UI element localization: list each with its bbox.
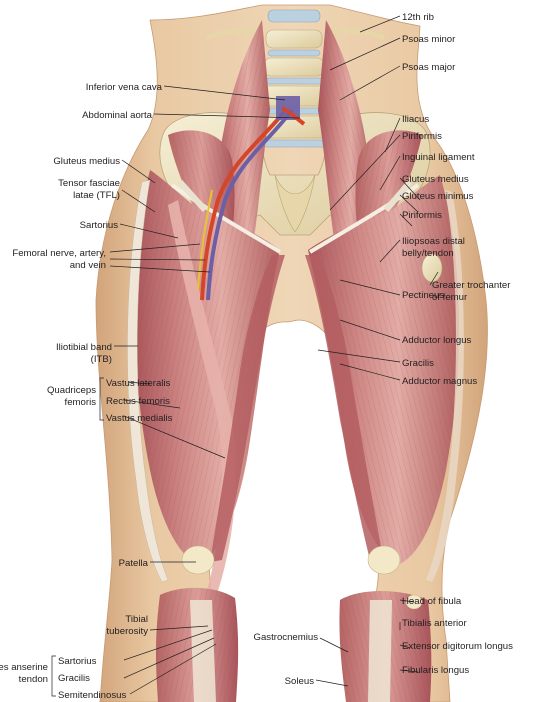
label-fibularis-longus: Fibularis longus [402, 665, 469, 676]
group-member-vastus-lateralis: Vastus lateralis [106, 378, 171, 389]
group-member-vastus-medialis: Vastus medialis [106, 413, 173, 424]
label-iliacus: Iliacus [402, 114, 429, 125]
label-head-of-fibula: Head of fibula [402, 596, 462, 607]
thigh-muscles [127, 170, 464, 600]
label-tibialis-anterior: Tibialis anterior [402, 618, 467, 629]
psoas-iliacus-muscles [168, 20, 422, 270]
label-extensor-digitorum-longus: Extensor digitorum longus [402, 641, 513, 652]
label-patella: Patella [119, 558, 149, 569]
leader-lines [51, 15, 439, 697]
label-inferior-vena-cava: Inferior vena cava [86, 82, 163, 93]
label-psoas-major: Psoas major [402, 62, 456, 73]
patellas [181, 545, 401, 575]
group-member-semitendinosus: Semitendinosus [58, 690, 126, 701]
group-member-sartorius: Sartorius [58, 656, 97, 667]
label-sartorius: Sartorius [80, 220, 119, 231]
label-psoas-minor: Psoas minor [402, 34, 456, 45]
label-gluteus-minimus: Gluteus minimus [402, 191, 474, 202]
label-piriformis: Piriformis [402, 210, 442, 221]
label-gluteus-medius: Gluteus medius [53, 156, 120, 167]
label-gracilis: Gracilis [402, 358, 434, 369]
group-member-rectus-femoris: Rectus femoris [106, 396, 170, 407]
label-adductor-magnus: Adductor magnus [402, 376, 477, 387]
label-inguinal-ligament: Inguinal ligament [402, 152, 475, 163]
femoral-vessels-nerve [197, 96, 306, 301]
label-adductor-longus: Adductor longus [402, 335, 472, 346]
label-12th-rib: 12th rib [402, 12, 434, 23]
label-pectineus: Pectineus [402, 290, 444, 301]
label-gluteus-medius: Gluteus medius [402, 174, 469, 185]
label-abdominal-aorta: Abdominal aorta [82, 110, 153, 121]
label-iliotibial-band-itb: Iliotibial band(ITB) [56, 342, 112, 365]
label-piriformis: Piriformis [402, 131, 442, 142]
label-soleus: Soleus [285, 676, 315, 687]
lower-legs [156, 587, 432, 702]
group-member-gracilis: Gracilis [58, 673, 90, 684]
label-gastrocnemius: Gastrocnemius [253, 632, 318, 643]
label-femoral-nerve-artery-and-vein: Femoral nerve, artery,and vein [12, 248, 106, 271]
